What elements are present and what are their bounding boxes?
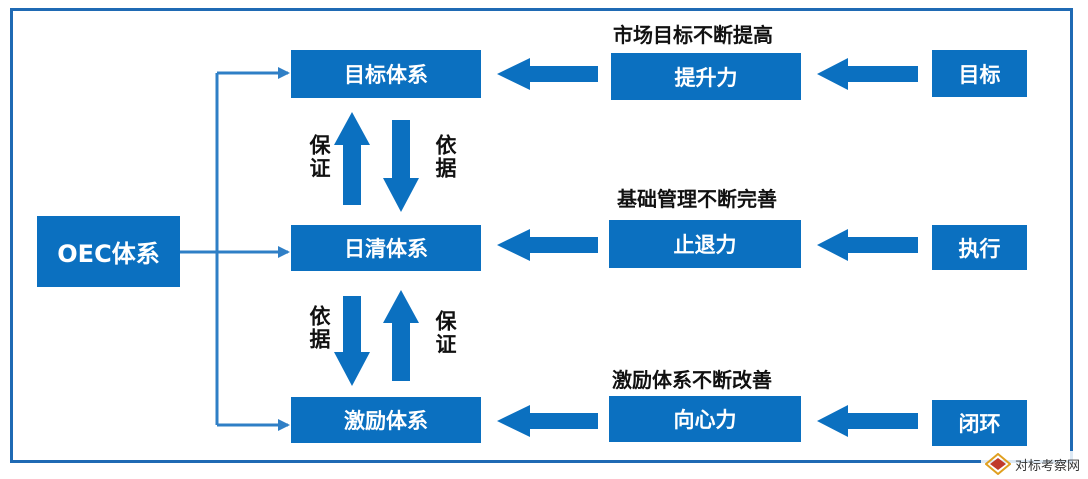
arrow-left-force1-to-system1 [497,58,598,90]
guarantee-label-upper: 保证 [307,134,331,180]
watermark-logo-icon [984,453,1011,475]
goal-source-label: 目标 [958,62,1001,87]
watermark-text: 对标考察网 [1014,458,1080,474]
basis-label-upper: 依据 [433,134,457,180]
arrow-up-upper [334,112,370,205]
daily-clear-system-box: 日清体系 [291,225,481,271]
target-system-label: 目标体系 [344,63,428,87]
arrow-left-source3-to-force3 [817,405,918,437]
arrow-left-source2-to-force2 [817,229,918,261]
oec-system-label: OEC体系 [57,240,160,268]
arrow-down-upper [383,120,419,212]
centripetal-force-label: 向心力 [673,408,737,432]
stop-retreat-force-box: 止退力 [609,220,801,268]
centripetal-force-box: 向心力 [609,396,801,442]
execution-source-label: 执行 [958,236,1001,261]
diagram-frame [10,8,1073,463]
arrow-up-lower [383,290,419,381]
oec-system-box: OEC体系 [37,216,180,287]
target-system-box: 目标体系 [291,50,481,98]
goal-source-box: 目标 [932,50,1027,97]
incentive-improvement-caption: 激励体系不断改善 [612,368,772,392]
watermark: 对标考察网 [980,451,1084,477]
arrow-left-force2-to-system2 [497,229,598,261]
closed-loop-source-box: 闭环 [932,400,1027,446]
arrow-down-lower [334,296,370,386]
arrow-left-source1-to-force1 [817,58,918,90]
closed-loop-source-label: 闭环 [958,412,1001,436]
daily-clear-system-label: 日清体系 [344,237,428,261]
execution-source-box: 执行 [932,225,1027,270]
incentive-system-label: 激励体系 [344,409,428,433]
lift-force-label: 提升力 [674,65,738,90]
arrow-left-force3-to-system3 [497,405,598,437]
guarantee-label-lower: 保证 [433,310,457,356]
incentive-system-box: 激励体系 [291,397,481,443]
basic-management-caption: 基础管理不断完善 [617,187,777,211]
basis-label-lower: 依据 [307,305,331,351]
market-target-caption: 市场目标不断提高 [613,23,773,47]
stop-retreat-force-label: 止退力 [673,233,737,257]
lift-force-box: 提升力 [611,53,801,100]
